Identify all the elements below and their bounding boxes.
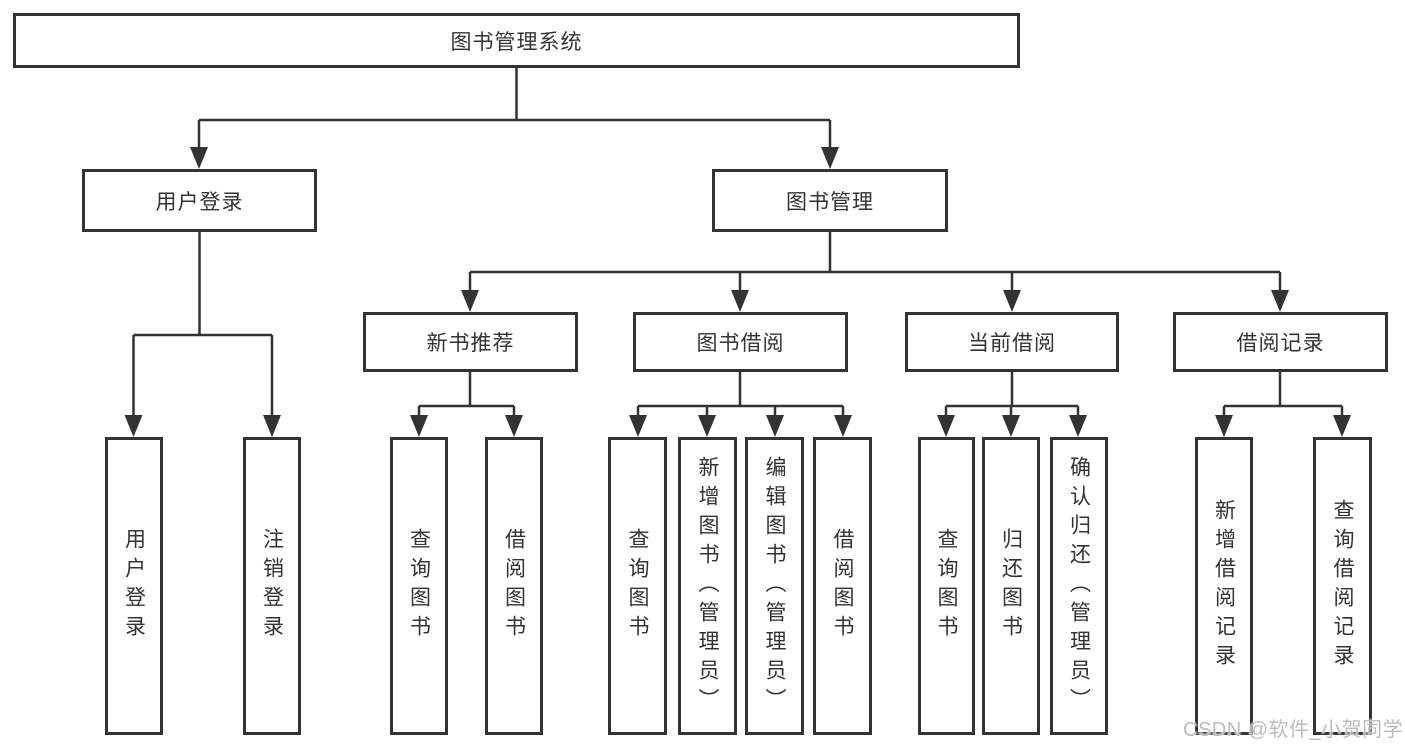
leaf-bb-add-book-admin: 新增图书（管理员） xyxy=(678,437,737,735)
node-book-management: 图书管理 xyxy=(712,169,948,232)
leaf-nbr-query-books-label: 查询图书 xyxy=(407,528,431,644)
node-current-borrow: 当前借阅 xyxy=(905,312,1119,372)
node-root-label: 图书管理系统 xyxy=(450,30,583,54)
leaf-logout: 注销登录 xyxy=(243,437,301,735)
csdn-watermark: CSDN @软件_小贺同学 xyxy=(1183,719,1404,741)
leaf-nbr-query-books: 查询图书 xyxy=(390,437,448,735)
leaf-cb-confirm-return-admin-label: 确认归还（管理员） xyxy=(1067,455,1091,717)
leaf-cb-return-books: 归还图书 xyxy=(982,437,1040,735)
leaf-logout-label: 注销登录 xyxy=(260,528,284,644)
leaf-cb-confirm-return-admin: 确认归还（管理员） xyxy=(1050,437,1108,735)
leaf-cb-query-books-label: 查询图书 xyxy=(935,528,958,644)
node-user-login: 用户登录 xyxy=(82,169,317,232)
leaf-user-login-label: 用户登录 xyxy=(122,528,146,644)
leaf-bb-query-books-label: 查询图书 xyxy=(626,528,649,644)
node-borrow-records: 借阅记录 xyxy=(1173,312,1388,372)
node-book-borrow: 图书借阅 xyxy=(633,312,848,372)
leaf-bb-edit-book-admin-label: 编辑图书（管理员） xyxy=(763,455,786,717)
leaf-br-add-record-label: 新增借阅记录 xyxy=(1212,499,1236,673)
node-user-login-label: 用户登录 xyxy=(155,190,244,214)
leaf-cb-query-books: 查询图书 xyxy=(918,437,975,735)
leaf-bb-borrow-books: 借阅图书 xyxy=(813,437,872,735)
node-root-system: 图书管理系统 xyxy=(13,13,1020,68)
node-book-management-label: 图书管理 xyxy=(786,190,874,214)
leaf-br-add-record: 新增借阅记录 xyxy=(1195,437,1253,735)
leaf-bb-borrow-books-label: 借阅图书 xyxy=(831,528,854,644)
leaf-nbr-borrow-books: 借阅图书 xyxy=(485,437,543,735)
node-book-borrow-label: 图书借阅 xyxy=(696,332,785,355)
leaf-bb-edit-book-admin: 编辑图书（管理员） xyxy=(745,437,804,735)
leaf-bb-query-books: 查询图书 xyxy=(608,437,667,735)
node-current-borrow-label: 当前借阅 xyxy=(968,332,1056,355)
leaf-nbr-borrow-books-label: 借阅图书 xyxy=(502,528,526,644)
node-new-book-recommend-label: 新书推荐 xyxy=(426,332,515,355)
node-new-book-recommend: 新书推荐 xyxy=(363,312,578,372)
node-borrow-records-label: 借阅记录 xyxy=(1236,332,1325,355)
leaf-bb-add-book-admin-label: 新增图书（管理员） xyxy=(696,455,719,717)
leaf-br-query-record-label: 查询借阅记录 xyxy=(1331,499,1354,673)
leaf-br-query-record: 查询借阅记录 xyxy=(1313,437,1372,735)
leaf-cb-return-books-label: 归还图书 xyxy=(999,528,1023,644)
leaf-user-login: 用户登录 xyxy=(105,437,163,735)
